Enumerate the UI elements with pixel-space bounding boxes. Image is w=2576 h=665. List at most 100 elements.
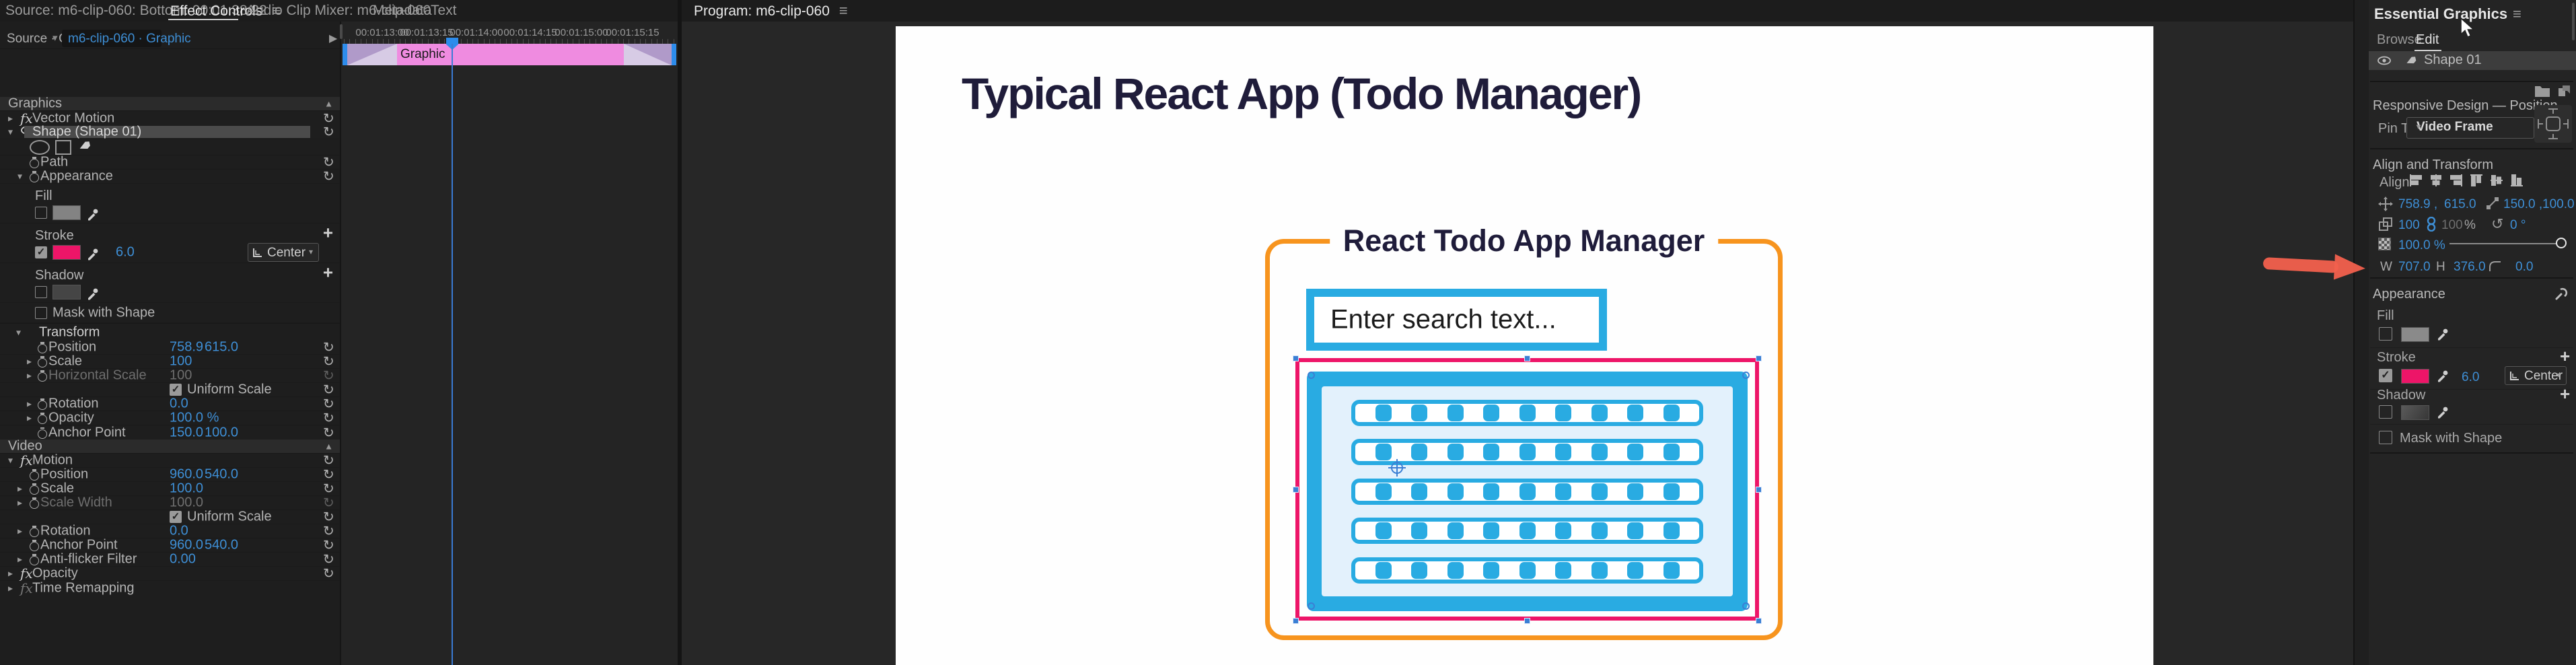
mask-with-shape-checkbox[interactable]: [35, 306, 47, 319]
uniform-scale-checkbox[interactable]: ✓: [170, 511, 182, 523]
expander-icon[interactable]: ▸: [8, 567, 13, 579]
corner-control-point[interactable]: [1742, 602, 1750, 610]
panel-menu-icon[interactable]: ≡: [838, 2, 848, 19]
expander-icon[interactable]: ▾: [16, 326, 22, 337]
color-swatch[interactable]: [52, 285, 81, 300]
property-value[interactable]: 100.0 %: [170, 410, 219, 425]
align-center-vertical-icon[interactable]: [2490, 174, 2503, 187]
corner-radius-value[interactable]: 0.0: [2515, 260, 2534, 274]
show-video-toggle-icon[interactable]: ▶: [329, 33, 338, 44]
align-center-horizontal-icon[interactable]: [2429, 174, 2443, 187]
tab-browse[interactable]: Browse: [2377, 32, 2422, 47]
checkbox-row-uniform-scale[interactable]: ✓Uniform Scale↺: [0, 382, 340, 398]
appearance-swatch-row[interactable]: [0, 282, 340, 303]
stopwatch-icon[interactable]: [38, 342, 47, 353]
anchor-x-value[interactable]: 150.0 ,: [2503, 197, 2543, 211]
stroke-enable-checkbox[interactable]: ✓: [2379, 369, 2392, 382]
tab-text[interactable]: Text: [431, 3, 457, 18]
clip-body[interactable]: [397, 44, 624, 65]
property-value[interactable]: 758.9: [170, 339, 204, 355]
mask-with-shape-checkbox[interactable]: [2379, 431, 2392, 444]
shape-tools-row[interactable]: [0, 139, 340, 155]
stopwatch-icon[interactable]: [30, 469, 39, 481]
timeline-clip-bar[interactable]: Graphic: [343, 44, 676, 65]
stroke-align-select[interactable]: Center ▾: [2505, 366, 2567, 385]
selection-handle[interactable]: [1293, 355, 1299, 361]
appearance-swatch-row[interactable]: [0, 203, 340, 223]
expander-icon[interactable]: ▾: [8, 454, 13, 466]
add-stroke-button[interactable]: +: [2560, 346, 2571, 366]
add-stroke-button[interactable]: +: [322, 222, 333, 243]
pen-tool-icon[interactable]: [78, 138, 93, 156]
selection-handle[interactable]: [1524, 355, 1530, 361]
stopwatch-icon[interactable]: [30, 483, 39, 495]
property-value[interactable]: 0.0: [170, 523, 188, 538]
property-value[interactable]: 0.0: [170, 396, 188, 411]
stopwatch-icon[interactable]: [30, 540, 39, 551]
reset-icon[interactable]: ↺: [323, 566, 334, 582]
selection-handle[interactable]: [1293, 618, 1299, 624]
enable-checkbox[interactable]: ✓: [35, 246, 47, 258]
property-value[interactable]: 540.0: [205, 537, 239, 553]
align-left-icon[interactable]: [2409, 174, 2423, 187]
checkbox-row-mask-with-shape[interactable]: Mask with Shape: [0, 303, 340, 323]
section-header-video[interactable]: Video▲: [0, 439, 340, 454]
eyedropper-icon[interactable]: [2436, 404, 2449, 419]
anchor-point-marker[interactable]: [1388, 459, 1406, 477]
enable-checkbox[interactable]: [35, 286, 47, 298]
corner-control-point[interactable]: [1308, 602, 1315, 610]
group-transform[interactable]: ▾Transform: [0, 323, 340, 341]
stopwatch-icon[interactable]: [38, 398, 47, 410]
property-value[interactable]: 100.0: [205, 425, 239, 440]
tab-audio-clip-mixer-m6-clip-060[interactable]: Audio Clip Mixer: m6-clip-060: [246, 3, 431, 18]
todo-table-shape[interactable]: [1295, 358, 1759, 621]
eye-icon[interactable]: [2377, 56, 2392, 65]
appearance-shadow-label[interactable]: Shadow+: [0, 262, 340, 283]
eyedropper-icon[interactable]: [86, 246, 100, 260]
color-swatch[interactable]: [52, 205, 81, 220]
shadow-enable-checkbox[interactable]: [2379, 405, 2392, 419]
clip-out-handle[interactable]: [672, 44, 676, 65]
link-icon[interactable]: [2425, 217, 2437, 232]
align-bottom-icon[interactable]: [2510, 174, 2524, 187]
checkbox-row-uniform-scale[interactable]: ✓Uniform Scale↺: [0, 510, 340, 525]
expander-icon[interactable]: ▸: [17, 553, 23, 565]
stroke-width-value[interactable]: 6.0: [116, 244, 135, 260]
expander-icon[interactable]: ▸: [27, 355, 32, 367]
clip-name-field[interactable]: m6-clip-060 · Graphic: [62, 30, 191, 47]
eyedropper-icon[interactable]: [86, 285, 100, 300]
selection-handle[interactable]: [1293, 487, 1299, 493]
opacity-slider-knob[interactable]: [2556, 238, 2567, 248]
section-header-graphics[interactable]: Graphics▲: [0, 96, 340, 111]
eyedropper-icon[interactable]: [2436, 326, 2449, 341]
property-row-path[interactable]: Path↺: [0, 155, 340, 170]
property-value[interactable]: 100.0: [170, 481, 204, 496]
selection-handle[interactable]: [1756, 355, 1762, 361]
tab-effect-controls[interactable]: Effect Controls≡: [170, 2, 281, 19]
opacity-value[interactable]: 100.0 %: [2398, 238, 2445, 252]
scrollbar-thumb[interactable]: [2572, 3, 2575, 40]
position-x-value[interactable]: 758.9 ,: [2398, 197, 2438, 211]
selection-handle[interactable]: [1524, 618, 1530, 624]
panel-divider[interactable]: [678, 0, 682, 665]
rectangle-tool-icon[interactable]: [55, 139, 71, 155]
expander-icon[interactable]: ▸: [17, 483, 23, 494]
reset-icon[interactable]: ↺: [323, 169, 334, 184]
align-top-icon[interactable]: [2470, 174, 2483, 187]
scrollbar-thumb[interactable]: [340, 24, 343, 39]
new-layer-icon[interactable]: [2557, 85, 2571, 97]
property-row-appearance[interactable]: ▾Appearance↺: [0, 169, 340, 184]
stopwatch-icon[interactable]: [38, 413, 47, 424]
clip-in-handle[interactable]: [343, 44, 347, 65]
panel-menu-icon[interactable]: ≡: [272, 2, 281, 19]
